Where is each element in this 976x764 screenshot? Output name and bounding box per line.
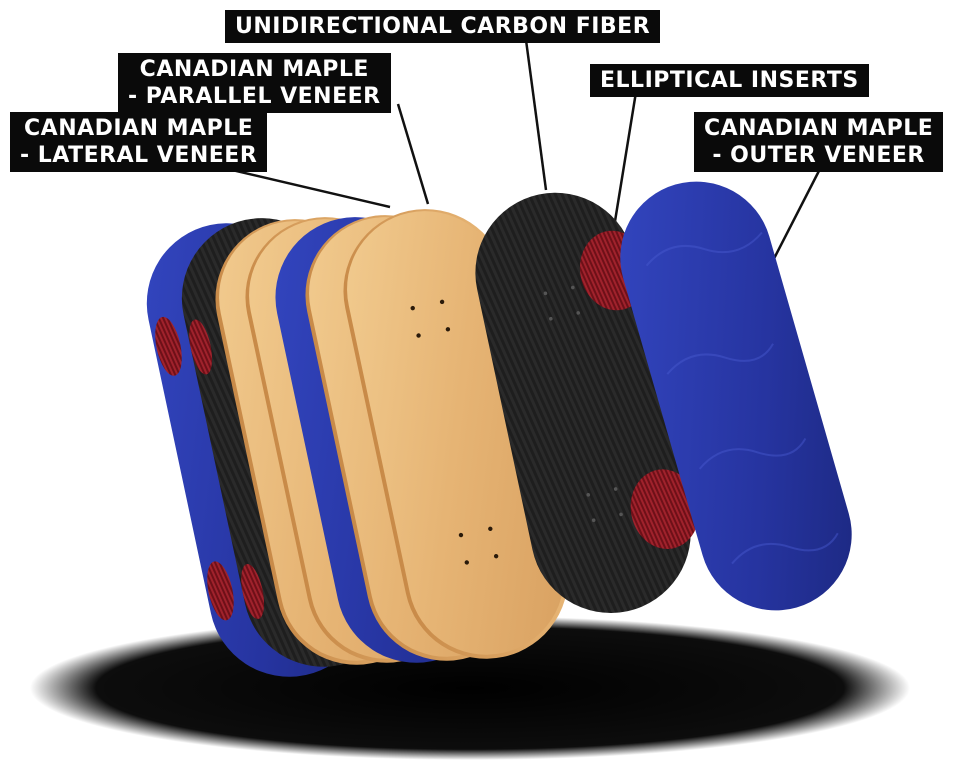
label-parallel-veneer: CANADIAN MAPLE - PARALLEL VENEER xyxy=(118,53,391,113)
label-carbon-fiber-text: UNIDIRECTIONAL CARBON FIBER xyxy=(235,13,650,40)
label-carbon-fiber: UNIDIRECTIONAL CARBON FIBER xyxy=(225,10,660,43)
label-lateral-line2: - LATERAL VENEER xyxy=(20,142,257,169)
label-lateral-line1: CANADIAN MAPLE xyxy=(20,115,257,142)
leader-line-lateral xyxy=(215,166,390,207)
label-elliptical-inserts: ELLIPTICAL INSERTS xyxy=(590,64,869,97)
leader-line-carbon xyxy=(526,40,546,190)
label-lateral-veneer: CANADIAN MAPLE - LATERAL VENEER xyxy=(10,112,267,172)
label-outer-line2: - OUTER VENEER xyxy=(704,142,933,169)
label-parallel-line1: CANADIAN MAPLE xyxy=(128,56,381,83)
label-outer-line1: CANADIAN MAPLE xyxy=(704,115,933,142)
label-elliptical-text: ELLIPTICAL INSERTS xyxy=(600,67,859,94)
label-parallel-line2: - PARALLEL VENEER xyxy=(128,83,381,110)
label-outer-veneer: CANADIAN MAPLE - OUTER VENEER xyxy=(694,112,943,172)
leader-line-parallel xyxy=(398,104,428,204)
